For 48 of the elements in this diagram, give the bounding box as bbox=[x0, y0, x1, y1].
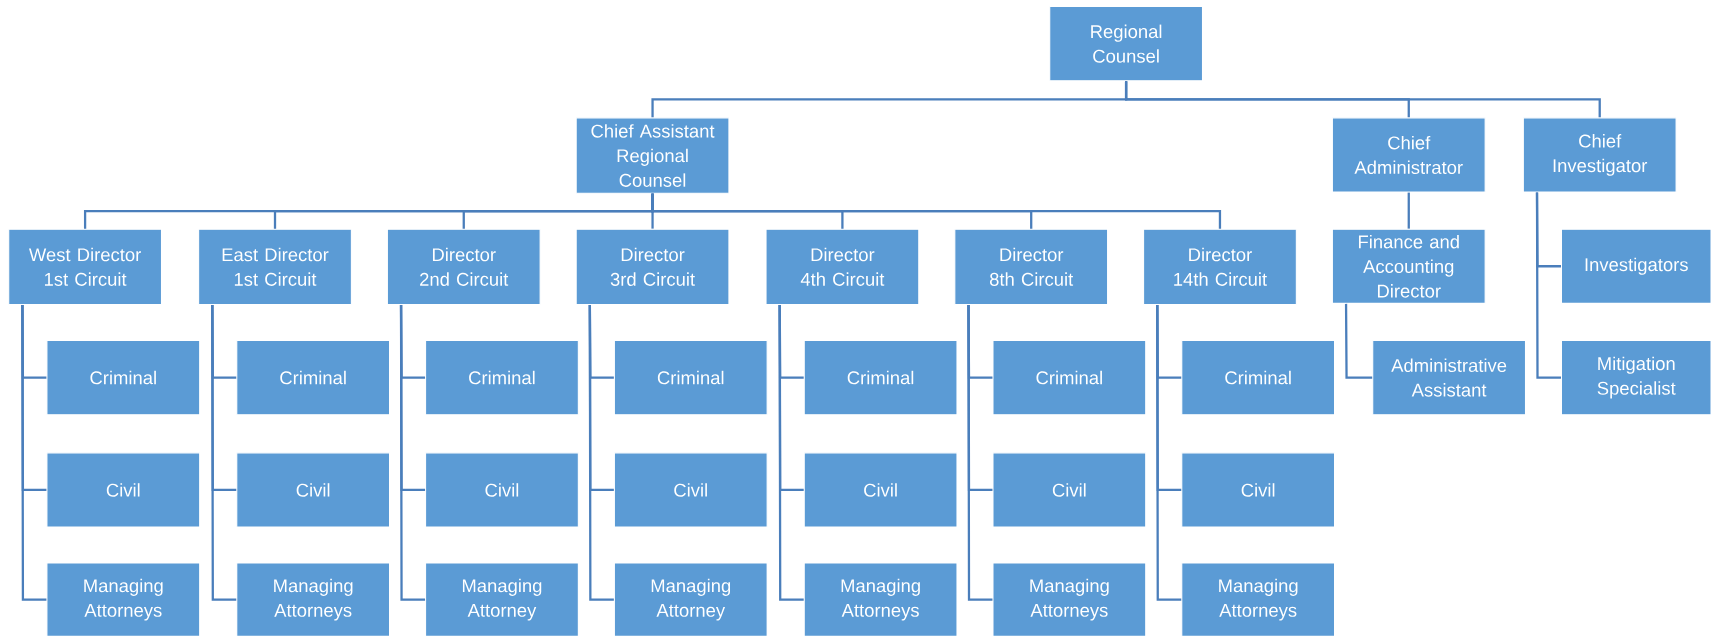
connector-line bbox=[588, 304, 614, 601]
org-box: Civil bbox=[46, 452, 201, 528]
org-box: Chief Administrator bbox=[1331, 117, 1486, 193]
org-box: Director 3rd Circuit bbox=[575, 228, 730, 305]
org-box: Criminal bbox=[613, 339, 768, 416]
org-box: West Director 1st Circuit bbox=[8, 228, 162, 305]
connector-line bbox=[651, 193, 1222, 229]
connector-line bbox=[211, 304, 237, 601]
org-box: Managing Attorneys bbox=[1181, 562, 1336, 636]
org-box: Civil bbox=[803, 452, 958, 528]
org-box: Criminal bbox=[236, 339, 391, 416]
connector-line bbox=[399, 304, 426, 601]
org-box: Mitigation Specialist bbox=[1561, 339, 1711, 416]
org-box: Managing Attorneys bbox=[46, 562, 201, 636]
org-box: Director 2nd Circuit bbox=[386, 228, 541, 305]
connector-line bbox=[778, 304, 804, 601]
org-box: Criminal bbox=[1181, 339, 1336, 416]
org-box: Finance and Accounting Director bbox=[1331, 228, 1486, 304]
org-box: Criminal bbox=[803, 339, 958, 416]
org-box: Chief Assistant Regional Counsel bbox=[575, 117, 730, 194]
org-box: Investigators bbox=[1561, 228, 1711, 304]
org-box: Director 14th Circuit bbox=[1143, 228, 1297, 305]
connector-line bbox=[1407, 192, 1410, 229]
org-box: Civil bbox=[613, 452, 768, 528]
org-box: Criminal bbox=[425, 339, 579, 416]
org-box: Civil bbox=[236, 452, 391, 528]
connector-line bbox=[1535, 192, 1561, 379]
connector-line bbox=[1124, 81, 1601, 118]
connector-line bbox=[1156, 305, 1182, 601]
org-box: Managing Attorney bbox=[425, 562, 579, 636]
org-box: Civil bbox=[425, 452, 579, 528]
org-box: Civil bbox=[1181, 452, 1336, 528]
org-box: Regional Counsel bbox=[1049, 6, 1203, 82]
org-box: Managing Attorneys bbox=[992, 562, 1147, 636]
org-box: Chief Investigator bbox=[1522, 117, 1677, 193]
org-box: Managing Attorneys bbox=[803, 562, 958, 636]
connector-line bbox=[1344, 303, 1373, 379]
org-box: Criminal bbox=[992, 339, 1147, 416]
org-box: Managing Attorney bbox=[613, 562, 768, 636]
org-box: Managing Attorneys bbox=[236, 562, 391, 636]
org-box: East Director 1st Circuit bbox=[198, 228, 352, 305]
org-box: Director 4th Circuit bbox=[765, 228, 920, 305]
org-box: Administrative Assistant bbox=[1372, 339, 1526, 416]
org-box: Director 8th Circuit bbox=[954, 228, 1109, 305]
connector-line bbox=[967, 305, 993, 601]
connector-line bbox=[21, 304, 47, 601]
org-box: Criminal bbox=[46, 339, 201, 416]
org-box: Civil bbox=[992, 452, 1147, 528]
